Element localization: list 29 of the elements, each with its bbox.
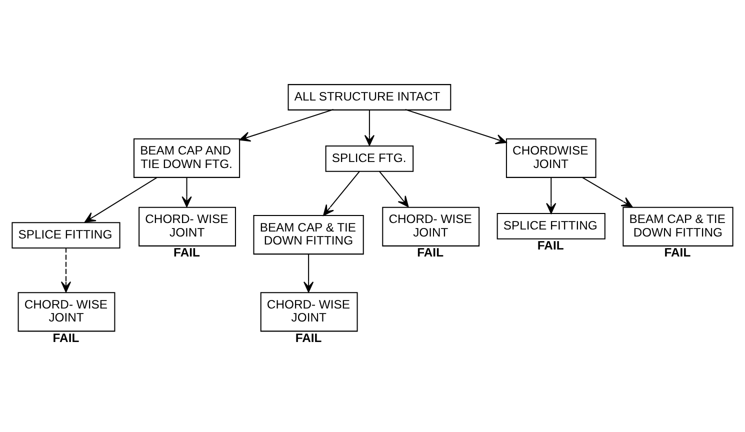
node-box: BEAM CAP AND TIE DOWN FTG. <box>133 138 240 178</box>
node-box: CHORD- WISE JOINT <box>260 292 358 332</box>
arrow <box>182 178 192 208</box>
node-box: SPLICE FITTING <box>496 212 606 240</box>
arrow <box>405 109 507 144</box>
arrow <box>60 248 72 292</box>
arrow <box>364 110 375 146</box>
arrow <box>303 254 314 293</box>
node-box: CHORD- WISE JOINT <box>138 206 236 246</box>
arrow <box>378 170 409 208</box>
node-box: SPLICE FITTING <box>12 222 120 248</box>
node-label: FAIL <box>417 246 444 260</box>
arrow <box>239 109 334 142</box>
node-label: FAIL <box>537 238 564 253</box>
node-box: CHORD- WISE JOINT <box>18 292 116 332</box>
node-label: FAIL <box>664 246 691 260</box>
node-label: FAIL <box>295 330 322 345</box>
node-box: CHORDWISE JOINT <box>506 138 596 178</box>
node-label: FAIL <box>174 246 200 260</box>
node-box: CHORD- WISE JOINT <box>382 206 480 246</box>
node-box: ALL STRUCTURE INTACT <box>288 84 452 110</box>
arrow <box>546 178 556 214</box>
arrow <box>84 177 158 223</box>
node-label: FAIL <box>52 330 80 345</box>
arrow <box>323 170 360 216</box>
node-box: SPLICE FTG. <box>325 145 414 172</box>
node-box: BEAM CAP & TIE DOWN FITTING <box>622 206 734 246</box>
node-box: BEAM CAP & TIE DOWN FITTING <box>253 214 364 255</box>
arrow <box>582 177 633 208</box>
